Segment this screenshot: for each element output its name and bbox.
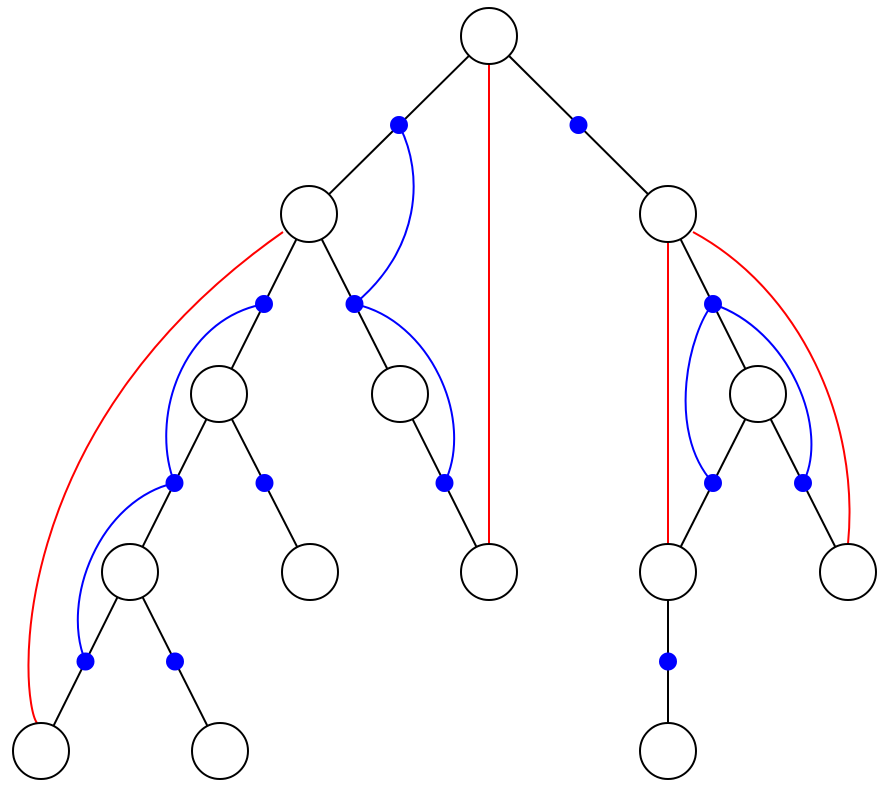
edge-dot-a1a-a1a_l	[76, 652, 95, 671]
edge-dot-root-b	[569, 116, 588, 134]
tree-node-a1a_l	[12, 722, 70, 780]
edge-dot-root-a	[390, 116, 408, 134]
tree-node-a2a	[460, 543, 518, 601]
tree-node-root	[460, 7, 518, 65]
tree-node-a	[280, 185, 338, 243]
blue-arc-b-b1-to-b1-b1b	[712, 303, 813, 484]
blue-arc-a-a1-to-a1-a1a	[165, 303, 265, 484]
node-layer	[12, 7, 877, 780]
tree-node-a1a_r	[191, 722, 249, 780]
tree-node-a2	[371, 365, 429, 423]
edge-dot-a1-a1a	[165, 474, 184, 492]
tree-node-b1	[729, 365, 787, 423]
red-arc-layer	[27, 64, 851, 724]
edge-dot-b-b1	[704, 295, 722, 313]
tree-node-b1a	[639, 543, 697, 601]
edge-dot-b1a-b1a_c	[659, 652, 677, 671]
tree-node-a1a	[101, 543, 159, 601]
edge-dot-a-a1	[255, 295, 273, 313]
tree-node-a1b	[281, 543, 339, 601]
blue-arc-root-a-to-a-a2	[353, 124, 415, 305]
blue-arc-layer	[76, 124, 813, 662]
tree-edge-layer	[52, 54, 837, 727]
red-arc-a-a1a_l	[27, 231, 284, 724]
edge-dot-a1-a1b	[255, 474, 274, 492]
blue-arc-a1-a1a-to-a1a-a1a_l	[76, 482, 175, 662]
tree-node-b1b	[819, 543, 877, 601]
blue-arc-a-a2-to-a2-a2a	[354, 303, 456, 484]
edge-dot-a-a2	[345, 295, 364, 313]
tree-node-b1a_c	[639, 722, 697, 780]
tree-node-a1	[190, 365, 248, 423]
edge-dot-b1-b1b	[794, 474, 812, 492]
red-arc-b-b1b	[692, 231, 851, 545]
edge-dot-b1-b1a	[704, 474, 722, 492]
edge-dot-layer	[76, 116, 812, 671]
tree-node-b	[639, 185, 697, 243]
edge-dot-a1a-a1a_r	[166, 652, 184, 671]
edge-dot-a2-a2a	[435, 474, 454, 492]
blue-arc-b-b1-to-b1-b1a	[684, 303, 714, 484]
